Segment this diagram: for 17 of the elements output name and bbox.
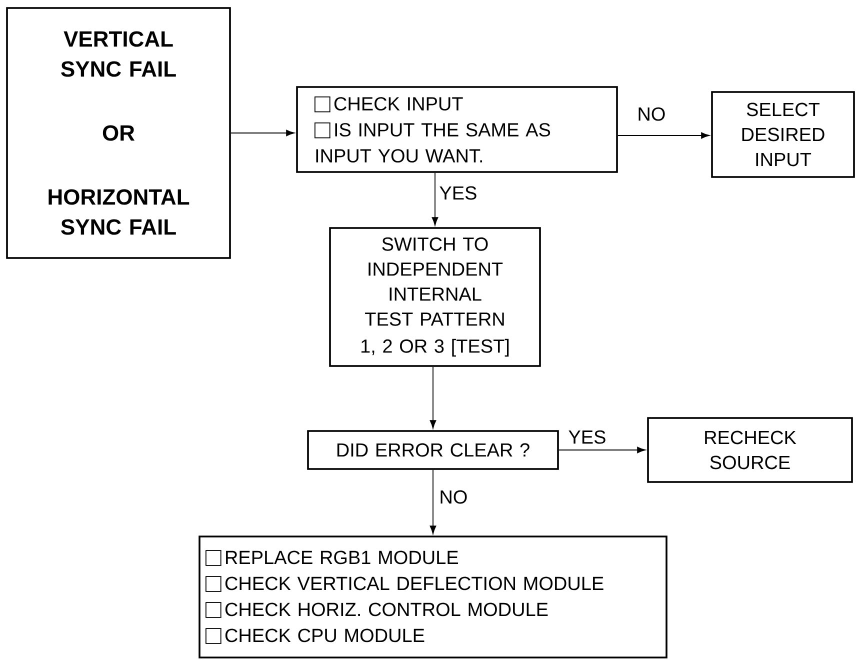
process-box: VERTICAL SYNC FAIL OR HORIZONTAL SYNC FAIL — [6, 7, 231, 259]
arrow — [558, 446, 646, 454]
edge-label: NO — [438, 489, 469, 505]
arrow — [617, 132, 710, 139]
checklist-box: REPLACE RGB1 MODULE CHECK VERTICAL DEFLECTION MODULE CHECK HORIZ. CONTROL MODULE CHECK CPU MODULE — [198, 536, 668, 658]
arrow — [430, 469, 436, 534]
edge-label: YES — [438, 185, 478, 201]
process-box: SWITCH TO INDEPENDENT INTERNAL TEST PATTERN 1, 2 OR 3 [TEST] — [329, 227, 541, 367]
arrow — [230, 130, 295, 136]
question-box: CHECK INPUT IS INPUT THE SAME AS INPUT YOU WANT. — [296, 86, 618, 173]
edge-label: NO — [636, 106, 667, 122]
question-box: DID ERROR CLEAR ? — [307, 430, 559, 470]
process-box: RECHECK SOURCE — [647, 417, 853, 483]
edge-label: YES — [567, 429, 608, 445]
arrow — [430, 366, 436, 429]
process-box: SELECT DESIRED INPUT — [711, 91, 855, 178]
arrow — [432, 172, 438, 226]
